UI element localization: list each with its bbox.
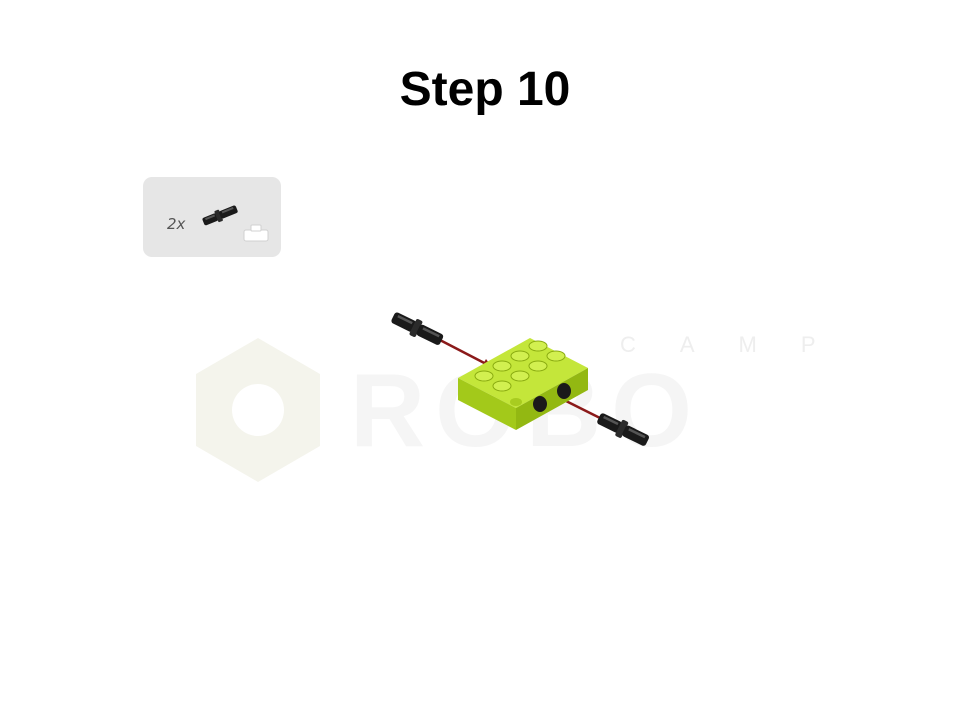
parts-list-callout: 2x: [143, 177, 281, 257]
lime-technic-brick: [458, 338, 588, 430]
assembly-model: [391, 312, 649, 446]
connector-pin-right: [597, 413, 649, 446]
part-quantity: 2x: [167, 215, 186, 233]
watermark-brand-small: CAMP: [620, 332, 830, 357]
step-title: Step 10: [399, 63, 571, 116]
connector-pin-icon: [202, 205, 238, 226]
connector-pin-left: [391, 312, 444, 345]
brick-outline-icon: [243, 224, 269, 242]
insert-arrow-left: [437, 337, 493, 369]
